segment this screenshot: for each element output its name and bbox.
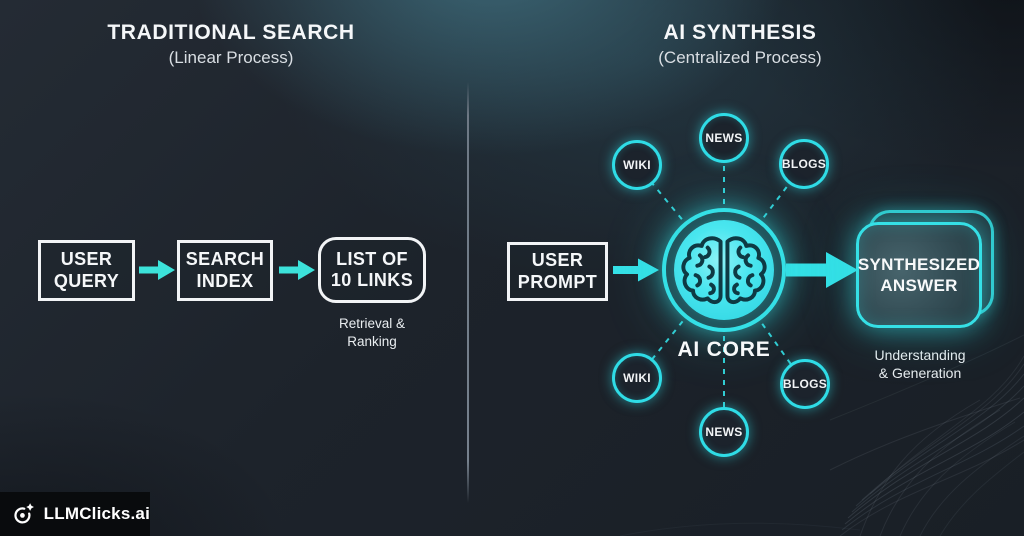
understanding-generation-note: Understanding & Generation xyxy=(874,347,966,382)
satellite-wiki-top-left: WIKI xyxy=(612,140,662,190)
retrieval-ranking-note: Retrieval & Ranking xyxy=(338,316,406,349)
satellite-blogs-bottom-right: BLOGS xyxy=(780,359,830,409)
satellite-blogs-top-right: BLOGS xyxy=(779,139,829,189)
search-index-box: SEARCH INDEX xyxy=(177,240,273,301)
flow-arrow-icon xyxy=(279,260,315,280)
ai-core xyxy=(674,220,774,320)
llmclicks-logo-icon xyxy=(14,503,34,524)
prompt-arrow-icon xyxy=(613,258,659,282)
user-prompt-box: USER PROMPT xyxy=(507,242,608,301)
right-title: AI SYNTHESIS xyxy=(663,21,817,44)
satellite-news-top: NEWS xyxy=(699,113,749,163)
center-divider xyxy=(467,82,469,503)
logo-text: LLMClicks.ai xyxy=(43,504,150,523)
satellite-news-bottom: NEWS xyxy=(699,407,749,457)
brain-icon xyxy=(681,236,767,304)
right-subtitle: (Centralized Process) xyxy=(658,48,822,67)
right-column-header: AI SYNTHESIS (Centralized Process) xyxy=(565,21,915,68)
left-subtitle: (Linear Process) xyxy=(168,48,294,67)
synthesis-arrow-icon xyxy=(786,252,858,288)
satellite-wiki-bottom-left: WIKI xyxy=(612,353,662,403)
ai-core-label: AI CORE xyxy=(677,338,771,361)
synthesized-answer-card: SYNTHESIZED ANSWER xyxy=(856,222,982,328)
flow-arrow-icon xyxy=(139,260,175,280)
logo-bar: LLMClicks.ai xyxy=(0,492,150,536)
left-title: TRADITIONAL SEARCH xyxy=(107,21,355,44)
list-of-links-box: LIST OF 10 LINKS xyxy=(318,237,426,303)
user-query-box: USER QUERY xyxy=(38,240,135,301)
left-column-header: TRADITIONAL SEARCH (Linear Process) xyxy=(56,21,406,68)
